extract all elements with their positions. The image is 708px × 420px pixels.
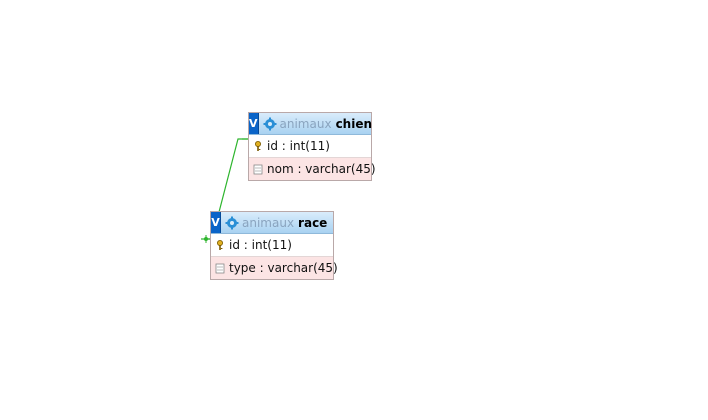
gear-icon[interactable]: [225, 216, 239, 230]
column-label: type : varchar(45): [229, 261, 338, 275]
column-label: nom : varchar(45): [267, 162, 376, 176]
primary-key-icon: [253, 140, 263, 152]
column-row[interactable]: nom : varchar(45): [249, 158, 376, 180]
toggle-columns-button[interactable]: V: [211, 212, 221, 233]
column-row[interactable]: id : int(11): [211, 234, 333, 257]
gear-icon[interactable]: [263, 117, 277, 131]
column-label: id : int(11): [267, 139, 330, 153]
relation-end-dot: [204, 237, 208, 241]
table-chien[interactable]: V animaux chien: [248, 112, 376, 181]
column-icon: [215, 262, 225, 274]
table-name: race: [298, 215, 328, 230]
table-header[interactable]: V animaux chien: [249, 113, 373, 135]
column-label: id : int(11): [229, 238, 292, 252]
column-icon: [253, 163, 263, 175]
table-race[interactable]: V animaux race: [210, 211, 338, 280]
table-name: chien: [335, 116, 373, 131]
primary-key-icon: [215, 239, 225, 251]
column-row[interactable]: type : varchar(45): [211, 257, 338, 279]
table-header[interactable]: V animaux race: [211, 212, 333, 234]
database-name: animaux: [279, 116, 332, 131]
column-row[interactable]: id : int(11): [249, 135, 371, 158]
database-name: animaux: [242, 215, 295, 230]
toggle-columns-button[interactable]: V: [249, 113, 259, 134]
